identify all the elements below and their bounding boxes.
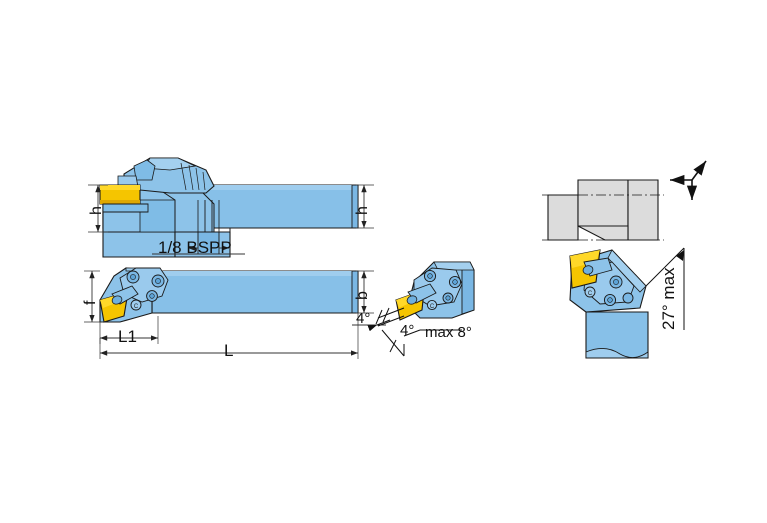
dim-label-h-right: h bbox=[354, 206, 371, 215]
plan-shank-highlight bbox=[152, 271, 358, 276]
detail-angle-arrow bbox=[367, 319, 391, 332]
machining-shank-break bbox=[585, 348, 649, 359]
detail-hatch-b bbox=[382, 307, 390, 323]
axis-arrow-y bbox=[691, 160, 707, 181]
plan-screw-2-socket bbox=[155, 278, 161, 284]
clamp-edge-a bbox=[180, 162, 187, 191]
machining-id-mark: C bbox=[588, 291, 593, 297]
detail-hatch-a bbox=[375, 309, 383, 325]
clamp-edge-c bbox=[195, 167, 200, 191]
plan-screw-1-socket bbox=[130, 274, 136, 280]
view-head-detail: C bbox=[367, 261, 475, 357]
workpiece-taper bbox=[577, 225, 629, 241]
dim-label-h-left: h bbox=[88, 206, 105, 215]
dim-label-b: b bbox=[354, 291, 371, 300]
detail-screw-2-socket bbox=[452, 279, 458, 285]
angle-27-arrow bbox=[676, 250, 684, 261]
plan-screw-3-socket bbox=[149, 293, 155, 299]
plan-id-mark: C bbox=[134, 304, 139, 310]
machining-screw-3 bbox=[622, 292, 634, 304]
clamp-edge-b bbox=[188, 164, 194, 191]
detail-leader-tick bbox=[389, 339, 397, 353]
dim-label-l: L bbox=[224, 341, 234, 360]
insert-top-highlight bbox=[100, 185, 140, 190]
plan-clamp-tip bbox=[111, 295, 123, 305]
machining-id-circle bbox=[584, 286, 596, 298]
machining-insert-highlight bbox=[570, 250, 600, 268]
view-plan: C bbox=[84, 267, 386, 359]
detail-angle-ref-lower bbox=[377, 315, 405, 327]
workpiece-step-mid bbox=[577, 179, 629, 227]
insert-bottom-shadow bbox=[100, 200, 140, 204]
angle-27-ref-line bbox=[645, 247, 685, 287]
angle-label-27-max: 27° max bbox=[659, 267, 678, 330]
view-machining: C bbox=[542, 160, 707, 359]
thread-spec-label: 1/8 BSPP bbox=[158, 238, 232, 257]
plan-shank-body bbox=[151, 270, 359, 314]
workpiece-step-right bbox=[627, 179, 659, 241]
detail-id-mark: C bbox=[430, 304, 435, 310]
detail-clamp-tip bbox=[406, 295, 418, 305]
detail-screw-3-socket bbox=[445, 295, 451, 301]
angle-label-4-detail: 4° bbox=[400, 322, 415, 339]
machining-head-top-face bbox=[607, 249, 647, 293]
insert-seat bbox=[102, 203, 149, 213]
detail-head-side-face bbox=[461, 263, 475, 315]
detail-angle-ref-upper bbox=[377, 307, 405, 319]
workpiece-step-left bbox=[547, 194, 579, 241]
detail-id-circle bbox=[426, 299, 438, 311]
clamp-edge-d bbox=[202, 171, 206, 191]
dim-label-f: f bbox=[82, 300, 99, 305]
angle-label-4-plan: 4° bbox=[356, 310, 371, 327]
machining-screw-1-socket bbox=[613, 279, 619, 285]
angle-label-max-8: max 8° bbox=[425, 324, 472, 341]
detail-head-top-face bbox=[433, 261, 475, 271]
view-side-elevation bbox=[88, 157, 374, 258]
machining-screw-2-socket bbox=[607, 297, 613, 303]
detail-max8-leader bbox=[403, 329, 421, 337]
detail-screw-1-socket bbox=[427, 273, 433, 279]
dim-label-l1: L1 bbox=[118, 327, 137, 346]
detail-leader-diag bbox=[381, 329, 405, 357]
machining-clamp-tip bbox=[582, 265, 594, 275]
plan-id-circle bbox=[130, 299, 142, 311]
